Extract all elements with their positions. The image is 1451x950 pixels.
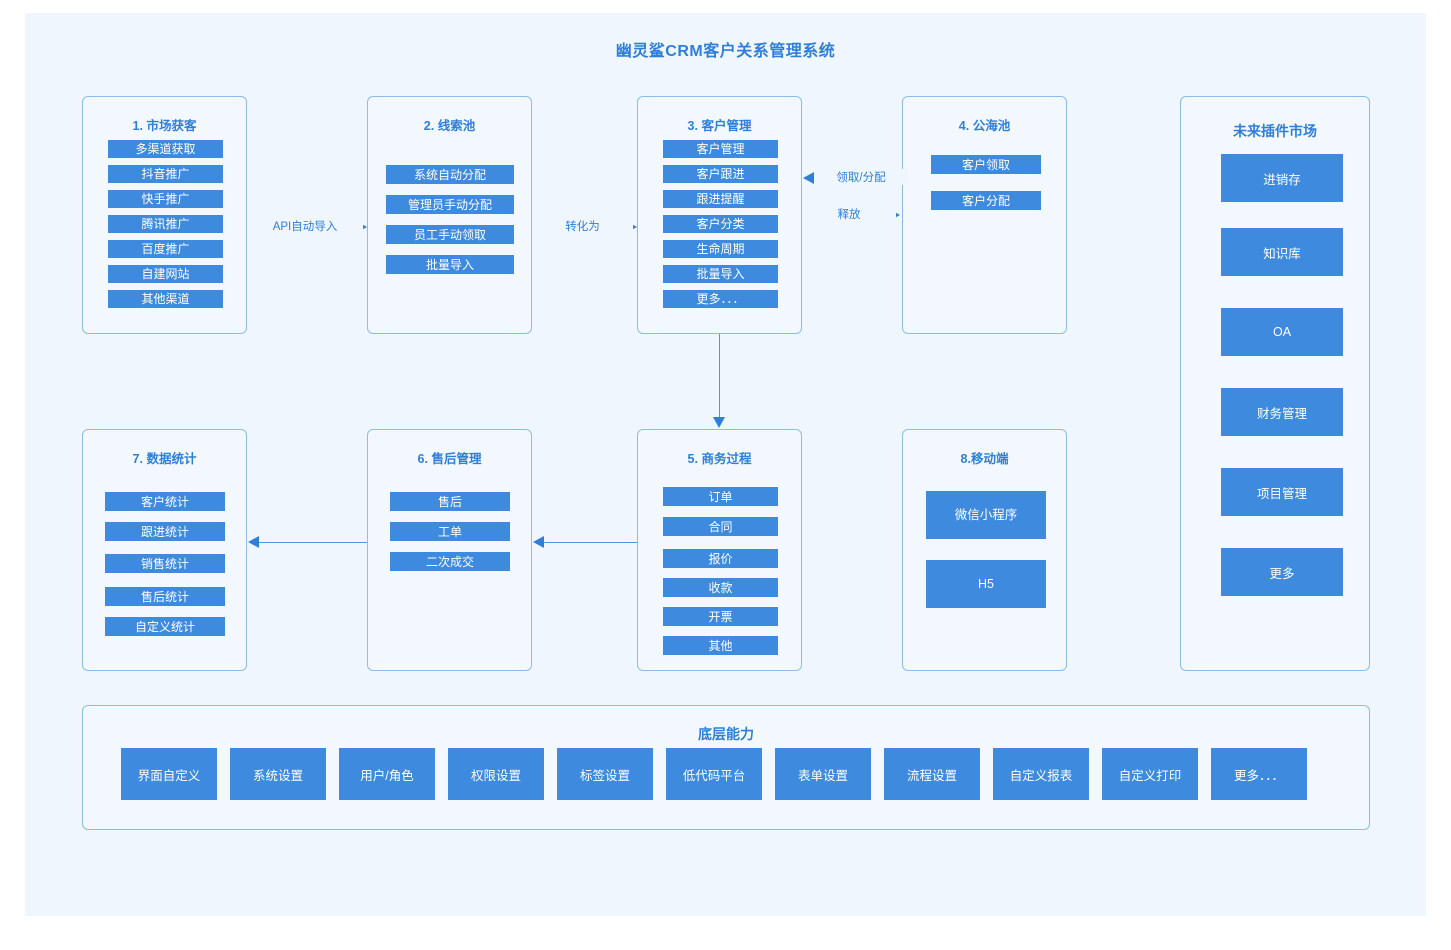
panel-foundation-title: 底层能力 bbox=[698, 726, 754, 742]
chip-plugin-2[interactable]: OA bbox=[1221, 308, 1343, 356]
panel-customer-management: 3. 客户管理 客户管理 客户跟进 跟进提醒 客户分类 生命周期 批量导入 更多… bbox=[637, 96, 802, 334]
chip-foundation-1[interactable]: 系统设置 bbox=[230, 748, 326, 800]
chip-stats-4[interactable]: 自定义统计 bbox=[105, 617, 225, 636]
panel-public-pool: 4. 公海池 客户领取 客户分配 bbox=[902, 96, 1067, 334]
chip-foundation-6[interactable]: 表单设置 bbox=[775, 748, 871, 800]
connector-business-to-aftersales bbox=[544, 542, 637, 543]
edge-label-api-import: API自动导入 bbox=[247, 218, 363, 234]
chip-foundation-0[interactable]: 界面自定义 bbox=[121, 748, 217, 800]
chip-business-1[interactable]: 合同 bbox=[663, 517, 778, 536]
chip-public-1[interactable]: 客户分配 bbox=[931, 191, 1041, 210]
chip-foundation-8[interactable]: 自定义报表 bbox=[993, 748, 1089, 800]
chip-business-0[interactable]: 订单 bbox=[663, 487, 778, 506]
chip-plugin-3[interactable]: 财务管理 bbox=[1221, 388, 1343, 436]
connector-customer-to-business bbox=[719, 334, 720, 418]
arrowhead-business-to-aftersales bbox=[533, 536, 544, 548]
chip-aftersales-2[interactable]: 二次成交 bbox=[390, 552, 510, 571]
chip-aftersales-0[interactable]: 售后 bbox=[390, 492, 510, 511]
chip-customer-5[interactable]: 批量导入 bbox=[663, 265, 778, 283]
chip-business-2[interactable]: 报价 bbox=[663, 549, 778, 568]
chip-foundation-10[interactable]: 更多．．． bbox=[1211, 748, 1307, 800]
chip-market-1[interactable]: 抖音推广 bbox=[108, 165, 223, 183]
chip-stats-0[interactable]: 客户统计 bbox=[105, 492, 225, 511]
chip-lead-1[interactable]: 管理员手动分配 bbox=[386, 195, 514, 214]
connector-aftersales-to-statistics bbox=[259, 542, 367, 543]
panel-market-title: 1. 市场获客 bbox=[132, 119, 197, 133]
arrowhead-aftersales-to-statistics bbox=[248, 536, 259, 548]
chip-customer-6[interactable]: 更多．．． bbox=[663, 290, 778, 308]
chip-plugin-0[interactable]: 进销存 bbox=[1221, 154, 1343, 202]
chip-plugin-5[interactable]: 更多 bbox=[1221, 548, 1343, 596]
edge-label-release: 释放 bbox=[802, 206, 896, 222]
chip-foundation-2[interactable]: 用户/角色 bbox=[339, 748, 435, 800]
panel-public-pool-title: 4. 公海池 bbox=[958, 119, 1011, 133]
chip-lead-0[interactable]: 系统自动分配 bbox=[386, 165, 514, 184]
chip-market-4[interactable]: 百度推广 bbox=[108, 240, 223, 258]
chip-mobile-0[interactable]: 微信小程序 bbox=[926, 491, 1046, 539]
chip-mobile-1[interactable]: H5 bbox=[926, 560, 1046, 608]
chip-public-0[interactable]: 客户领取 bbox=[931, 155, 1041, 174]
panel-business-process-title: 5. 商务过程 bbox=[687, 452, 752, 466]
page-title: 幽灵鲨CRM客户关系管理系统 bbox=[615, 43, 836, 60]
chip-customer-4[interactable]: 生命周期 bbox=[663, 240, 778, 258]
panel-business-process: 5. 商务过程 订单 合同 报价 收款 开票 其他 bbox=[637, 429, 802, 671]
chip-market-2[interactable]: 快手推广 bbox=[108, 190, 223, 208]
chip-market-0[interactable]: 多渠道获取 bbox=[108, 140, 223, 158]
chip-customer-1[interactable]: 客户跟进 bbox=[663, 165, 778, 183]
panel-mobile: 8.移动端 微信小程序 H5 bbox=[902, 429, 1067, 671]
chip-lead-2[interactable]: 员工手动领取 bbox=[386, 225, 514, 244]
panel-mobile-title: 8.移动端 bbox=[960, 452, 1009, 466]
panel-foundation: 底层能力 界面自定义 系统设置 用户/角色 权限设置 标签设置 低代码平台 表单… bbox=[82, 705, 1370, 830]
arrowhead-customer-to-business bbox=[713, 417, 725, 428]
panel-plugin-market: 未来插件市场 进销存 知识库 OA 财务管理 项目管理 更多 bbox=[1180, 96, 1370, 671]
foundation-chip-row: 界面自定义 系统设置 用户/角色 权限设置 标签设置 低代码平台 表单设置 流程… bbox=[121, 748, 1307, 800]
chip-foundation-4[interactable]: 标签设置 bbox=[557, 748, 653, 800]
chip-foundation-7[interactable]: 流程设置 bbox=[884, 748, 980, 800]
panel-aftersales: 6. 售后管理 售后 工单 二次成交 bbox=[367, 429, 532, 671]
chip-business-4[interactable]: 开票 bbox=[663, 607, 778, 626]
arrowhead-publicpool-to-customer bbox=[803, 172, 814, 184]
chip-foundation-5[interactable]: 低代码平台 bbox=[666, 748, 762, 800]
chip-market-3[interactable]: 腾讯推广 bbox=[108, 215, 223, 233]
edge-label-claim-assign: 领取/分配 bbox=[814, 169, 908, 185]
chip-stats-3[interactable]: 售后统计 bbox=[105, 587, 225, 606]
panel-statistics-title: 7. 数据统计 bbox=[132, 452, 197, 466]
panel-aftersales-title: 6. 售后管理 bbox=[417, 452, 482, 466]
panel-customer-management-title: 3. 客户管理 bbox=[687, 119, 752, 133]
edge-label-convert-to: 转化为 bbox=[532, 218, 633, 234]
chip-stats-2[interactable]: 销售统计 bbox=[105, 554, 225, 573]
chip-market-5[interactable]: 自建网站 bbox=[108, 265, 223, 283]
chip-plugin-4[interactable]: 项目管理 bbox=[1221, 468, 1343, 516]
chip-customer-2[interactable]: 跟进提醒 bbox=[663, 190, 778, 208]
panel-plugin-market-title: 未来插件市场 bbox=[1233, 123, 1317, 139]
panel-statistics: 7. 数据统计 客户统计 跟进统计 销售统计 售后统计 自定义统计 bbox=[82, 429, 247, 671]
chip-foundation-3[interactable]: 权限设置 bbox=[448, 748, 544, 800]
chip-plugin-1[interactable]: 知识库 bbox=[1221, 228, 1343, 276]
chip-market-6[interactable]: 其他渠道 bbox=[108, 290, 223, 308]
chip-lead-3[interactable]: 批量导入 bbox=[386, 255, 514, 274]
chip-stats-1[interactable]: 跟进统计 bbox=[105, 522, 225, 541]
chip-customer-0[interactable]: 客户管理 bbox=[663, 140, 778, 158]
chip-business-3[interactable]: 收款 bbox=[663, 578, 778, 597]
chip-aftersales-1[interactable]: 工单 bbox=[390, 522, 510, 541]
diagram-canvas: 幽灵鲨CRM客户关系管理系统 1. 市场获客 多渠道获取 抖音推广 快手推广 腾… bbox=[25, 13, 1426, 916]
panel-lead-pool-title: 2. 线索池 bbox=[423, 119, 476, 133]
chip-foundation-9[interactable]: 自定义打印 bbox=[1102, 748, 1198, 800]
chip-customer-3[interactable]: 客户分类 bbox=[663, 215, 778, 233]
panel-lead-pool: 2. 线索池 系统自动分配 管理员手动分配 员工手动领取 批量导入 bbox=[367, 96, 532, 334]
panel-market: 1. 市场获客 多渠道获取 抖音推广 快手推广 腾讯推广 百度推广 自建网站 其… bbox=[82, 96, 247, 334]
chip-business-5[interactable]: 其他 bbox=[663, 636, 778, 655]
